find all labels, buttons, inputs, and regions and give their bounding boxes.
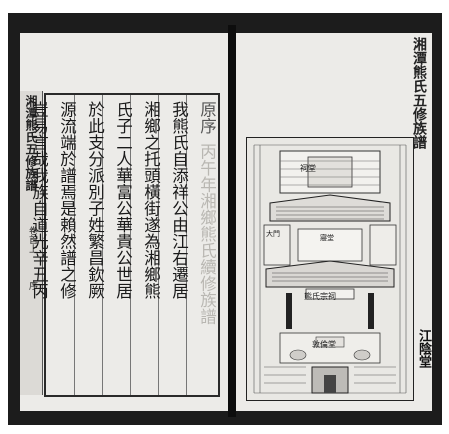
column-rule	[130, 95, 131, 395]
text-column: 源流端於譜焉是賴然譜之修	[57, 101, 77, 299]
hall-name-label: 江陰堂	[416, 329, 431, 368]
column-rule	[158, 95, 159, 395]
ancestral-hall-diagram	[246, 137, 414, 401]
diagram-label: 寢堂	[320, 234, 334, 242]
text-column: 湘鄉之托頭橫街遂為湘鄉熊	[141, 101, 161, 299]
section-mark: 序	[27, 281, 37, 290]
text-column: 氏子二人華富公華貴公世居	[113, 101, 133, 299]
text-column: 我熊氏自添祥公由江右遷居	[169, 101, 189, 299]
right-margin-title: 湘潭熊氏五修族譜	[411, 37, 427, 149]
diagram-label: 祠堂	[300, 164, 316, 173]
text-column: 豈易言哉我族自道光辛丑丙	[29, 101, 49, 299]
column-rule	[102, 95, 103, 395]
text-column: 於此支分派別子姓繁昌欽厥	[85, 101, 105, 299]
section-heading: 原序	[197, 101, 217, 134]
volume-label: 卷首上	[27, 226, 37, 253]
column-rule	[186, 95, 187, 395]
diagram-label: 大門	[266, 230, 280, 238]
right-page: 湘潭熊氏五修族譜 江陰堂	[236, 33, 432, 411]
diagram-label: 熊氏宗祠	[304, 292, 336, 301]
faint-show-through-text: 丙午年湘鄉熊氏續修族譜	[197, 143, 217, 325]
left-page: 湘潭熊氏五修族譜 卷首上 序 原序 丙午年湘鄉熊氏續修族譜 我熊氏自添祥公由江右…	[20, 33, 228, 411]
book-spine	[228, 25, 236, 417]
left-margin-title: 湘潭熊氏五修族譜	[24, 95, 38, 191]
column-rule	[74, 95, 75, 395]
book-scan: 湘潭熊氏五修族譜 卷首上 序 原序 丙午年湘鄉熊氏續修族譜 我熊氏自添祥公由江右…	[8, 13, 442, 425]
left-margin-strip: 湘潭熊氏五修族譜 卷首上 序	[20, 91, 43, 395]
diagram-label: 敦倫堂	[312, 340, 336, 349]
text-frame: 原序 丙午年湘鄉熊氏續修族譜 我熊氏自添祥公由江右遷居 湘鄉之托頭橫街遂為湘鄉熊…	[30, 93, 220, 397]
